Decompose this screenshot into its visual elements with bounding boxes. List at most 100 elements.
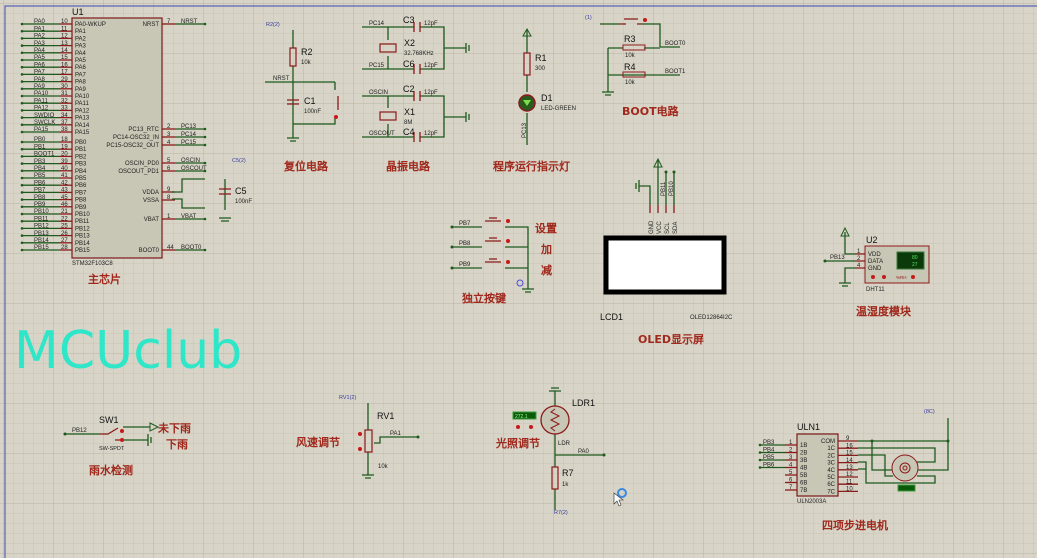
- u1-pin-name: OSCOUT_PD1: [118, 169, 159, 175]
- c1-capacitor[interactable]: [287, 99, 299, 105]
- dht-pin-name: GND: [868, 266, 882, 272]
- u1-net-label: PA8: [34, 77, 46, 83]
- motor-terminal[interactable]: (8C): [924, 409, 935, 415]
- reset-circuit[interactable]: R2(2) R2 10k NRST C1 100nF: [265, 22, 339, 142]
- u1-net-label: PB9: [34, 202, 46, 208]
- net-junction: [20, 101, 24, 105]
- dht-mode-button[interactable]: [911, 275, 915, 279]
- u1-net-label: PB13: [34, 231, 49, 237]
- u1-pin-name: PA0-WKUP: [75, 22, 106, 28]
- key-buttons[interactable]: [485, 217, 501, 263]
- dht-pin-name: VDD: [868, 252, 881, 258]
- oled-pin-gnd: GND: [649, 220, 655, 234]
- u1-net-label: PA2: [34, 34, 46, 40]
- boot-circuit[interactable]: (1) R3 10k R4 10k BOOT0 BOOT1: [585, 15, 686, 96]
- u1-pin-number: 19: [61, 144, 68, 150]
- uln1-part: ULN2003A: [797, 499, 826, 505]
- d1-ref: D1: [541, 93, 553, 103]
- wind-speed-pot[interactable]: RV1(2) RV1 10k PA1: [339, 395, 420, 479]
- u1-net-label: PA6: [34, 62, 46, 68]
- d1-value: LED-GREEN: [541, 106, 576, 112]
- r2-value: 10k: [301, 60, 312, 66]
- r2-terminal[interactable]: R2(2): [266, 22, 280, 28]
- r7-resistor[interactable]: [551, 466, 559, 490]
- r3-resistor[interactable]: [622, 44, 646, 51]
- r7-terminal[interactable]: R7(2): [554, 510, 568, 516]
- caption-rain: 雨水检测: [89, 463, 133, 477]
- c5-value: 100nF: [235, 199, 252, 205]
- u1-pin-name: PA6: [75, 65, 87, 71]
- ldr1-resistor[interactable]: [540, 405, 570, 435]
- boot-terminal[interactable]: (1): [585, 15, 592, 21]
- ldr-part: LDR: [558, 441, 571, 447]
- oled-display[interactable]: GND VCC SCL SDA PB11 PB10 LCD1 OLED12864…: [600, 157, 733, 322]
- u1-pin-name: PB9: [75, 205, 87, 211]
- ldr-up[interactable]: [529, 425, 533, 429]
- u1-part: STM32F103C8: [72, 261, 113, 267]
- led-circuit[interactable]: R1 300 D1 LED-GREEN PC13: [518, 27, 576, 145]
- uln-net-label: PB3: [763, 440, 775, 446]
- caption-oled: OLED显示屏: [638, 333, 704, 346]
- nrst-net: NRST: [273, 76, 290, 82]
- uln-net-label: PB4: [763, 448, 775, 454]
- u1-net-label: PA7: [34, 70, 46, 76]
- c5-terminal[interactable]: C5(2): [232, 158, 246, 164]
- light-sensor[interactable]: 272.1 LDR1 LDR PA0 R7 1k R7(2): [512, 387, 606, 516]
- key-label-set: 设置: [535, 221, 557, 235]
- net-junction: [20, 87, 24, 91]
- key-pb8[interactable]: [506, 239, 510, 243]
- c5-capacitor[interactable]: [219, 188, 231, 195]
- u1-net-label: PB14: [34, 238, 49, 244]
- u1-pin-number: 45: [61, 195, 68, 201]
- dht-up-button[interactable]: [882, 275, 886, 279]
- u1-pin-number: 27: [61, 238, 68, 244]
- x1-crystal[interactable]: [379, 111, 397, 121]
- ldr-down[interactable]: [516, 425, 520, 429]
- sw1-part: SW-SPDT: [99, 446, 125, 452]
- rv1-terminal[interactable]: RV1(2): [339, 395, 356, 401]
- r1-resistor[interactable]: [523, 52, 531, 76]
- rv1-up[interactable]: [358, 432, 362, 436]
- net-pb7: PB7: [459, 221, 471, 227]
- u1-pin-name: PC15-OSC32_OUT: [106, 143, 159, 149]
- uln-pin-name: 2B: [800, 451, 807, 457]
- probe-icon: [516, 279, 524, 287]
- r2-resistor[interactable]: [289, 47, 297, 67]
- uln1-ref: ULN1: [797, 422, 820, 432]
- independent-keys[interactable]: PB7 PB8 PB9 设置 加 减: [450, 217, 558, 293]
- ldr-display-value: 272.1: [515, 414, 528, 420]
- rain-detect[interactable]: PB12 SW1 SW-SPDT 未下雨 下雨: [63, 415, 192, 452]
- ground-icon: [602, 91, 614, 96]
- net-pa1: PA1: [390, 431, 402, 437]
- c1-value: 100nF: [304, 109, 321, 115]
- key-label-plus: 加: [540, 242, 552, 256]
- crystal-circuit[interactable]: PC14 PC15 OSCIN OSCOUT C3 C6 C2 C4 12pF …: [362, 15, 470, 142]
- rv1-down[interactable]: [358, 447, 362, 451]
- rv1-potentiometer[interactable]: [364, 429, 373, 453]
- x2-crystal[interactable]: [379, 43, 397, 53]
- u1-pin-number: 10: [61, 19, 68, 25]
- r3-value: 10k: [625, 53, 636, 59]
- x1-ref: X1: [404, 107, 415, 117]
- u1-pin-number: 37: [61, 120, 68, 126]
- uln-pin-number: 13: [846, 465, 853, 471]
- uln-pin-number: 12: [846, 472, 853, 478]
- net-junction: [758, 443, 762, 447]
- u1-pin-number: 20: [61, 152, 68, 158]
- key-pb9[interactable]: [506, 260, 510, 264]
- net-pb12: PB12: [72, 428, 87, 434]
- u1-pin-name: PC13_RTC: [128, 127, 159, 133]
- uln-pin-name: 6C: [827, 482, 835, 488]
- u1-pin-name: PB2: [75, 154, 87, 160]
- dht11-sensor[interactable]: 80 27 %RH 1 2 4 VDD DATA GND U2 DHT11 PB…: [823, 226, 930, 293]
- dht-down-button[interactable]: [871, 275, 875, 279]
- uln-pin-name: COM: [821, 439, 835, 445]
- u1-net-label: PA3: [34, 41, 46, 47]
- key-pb7[interactable]: [506, 219, 510, 223]
- r4-resistor[interactable]: [622, 71, 646, 78]
- net-junction: [20, 44, 24, 47]
